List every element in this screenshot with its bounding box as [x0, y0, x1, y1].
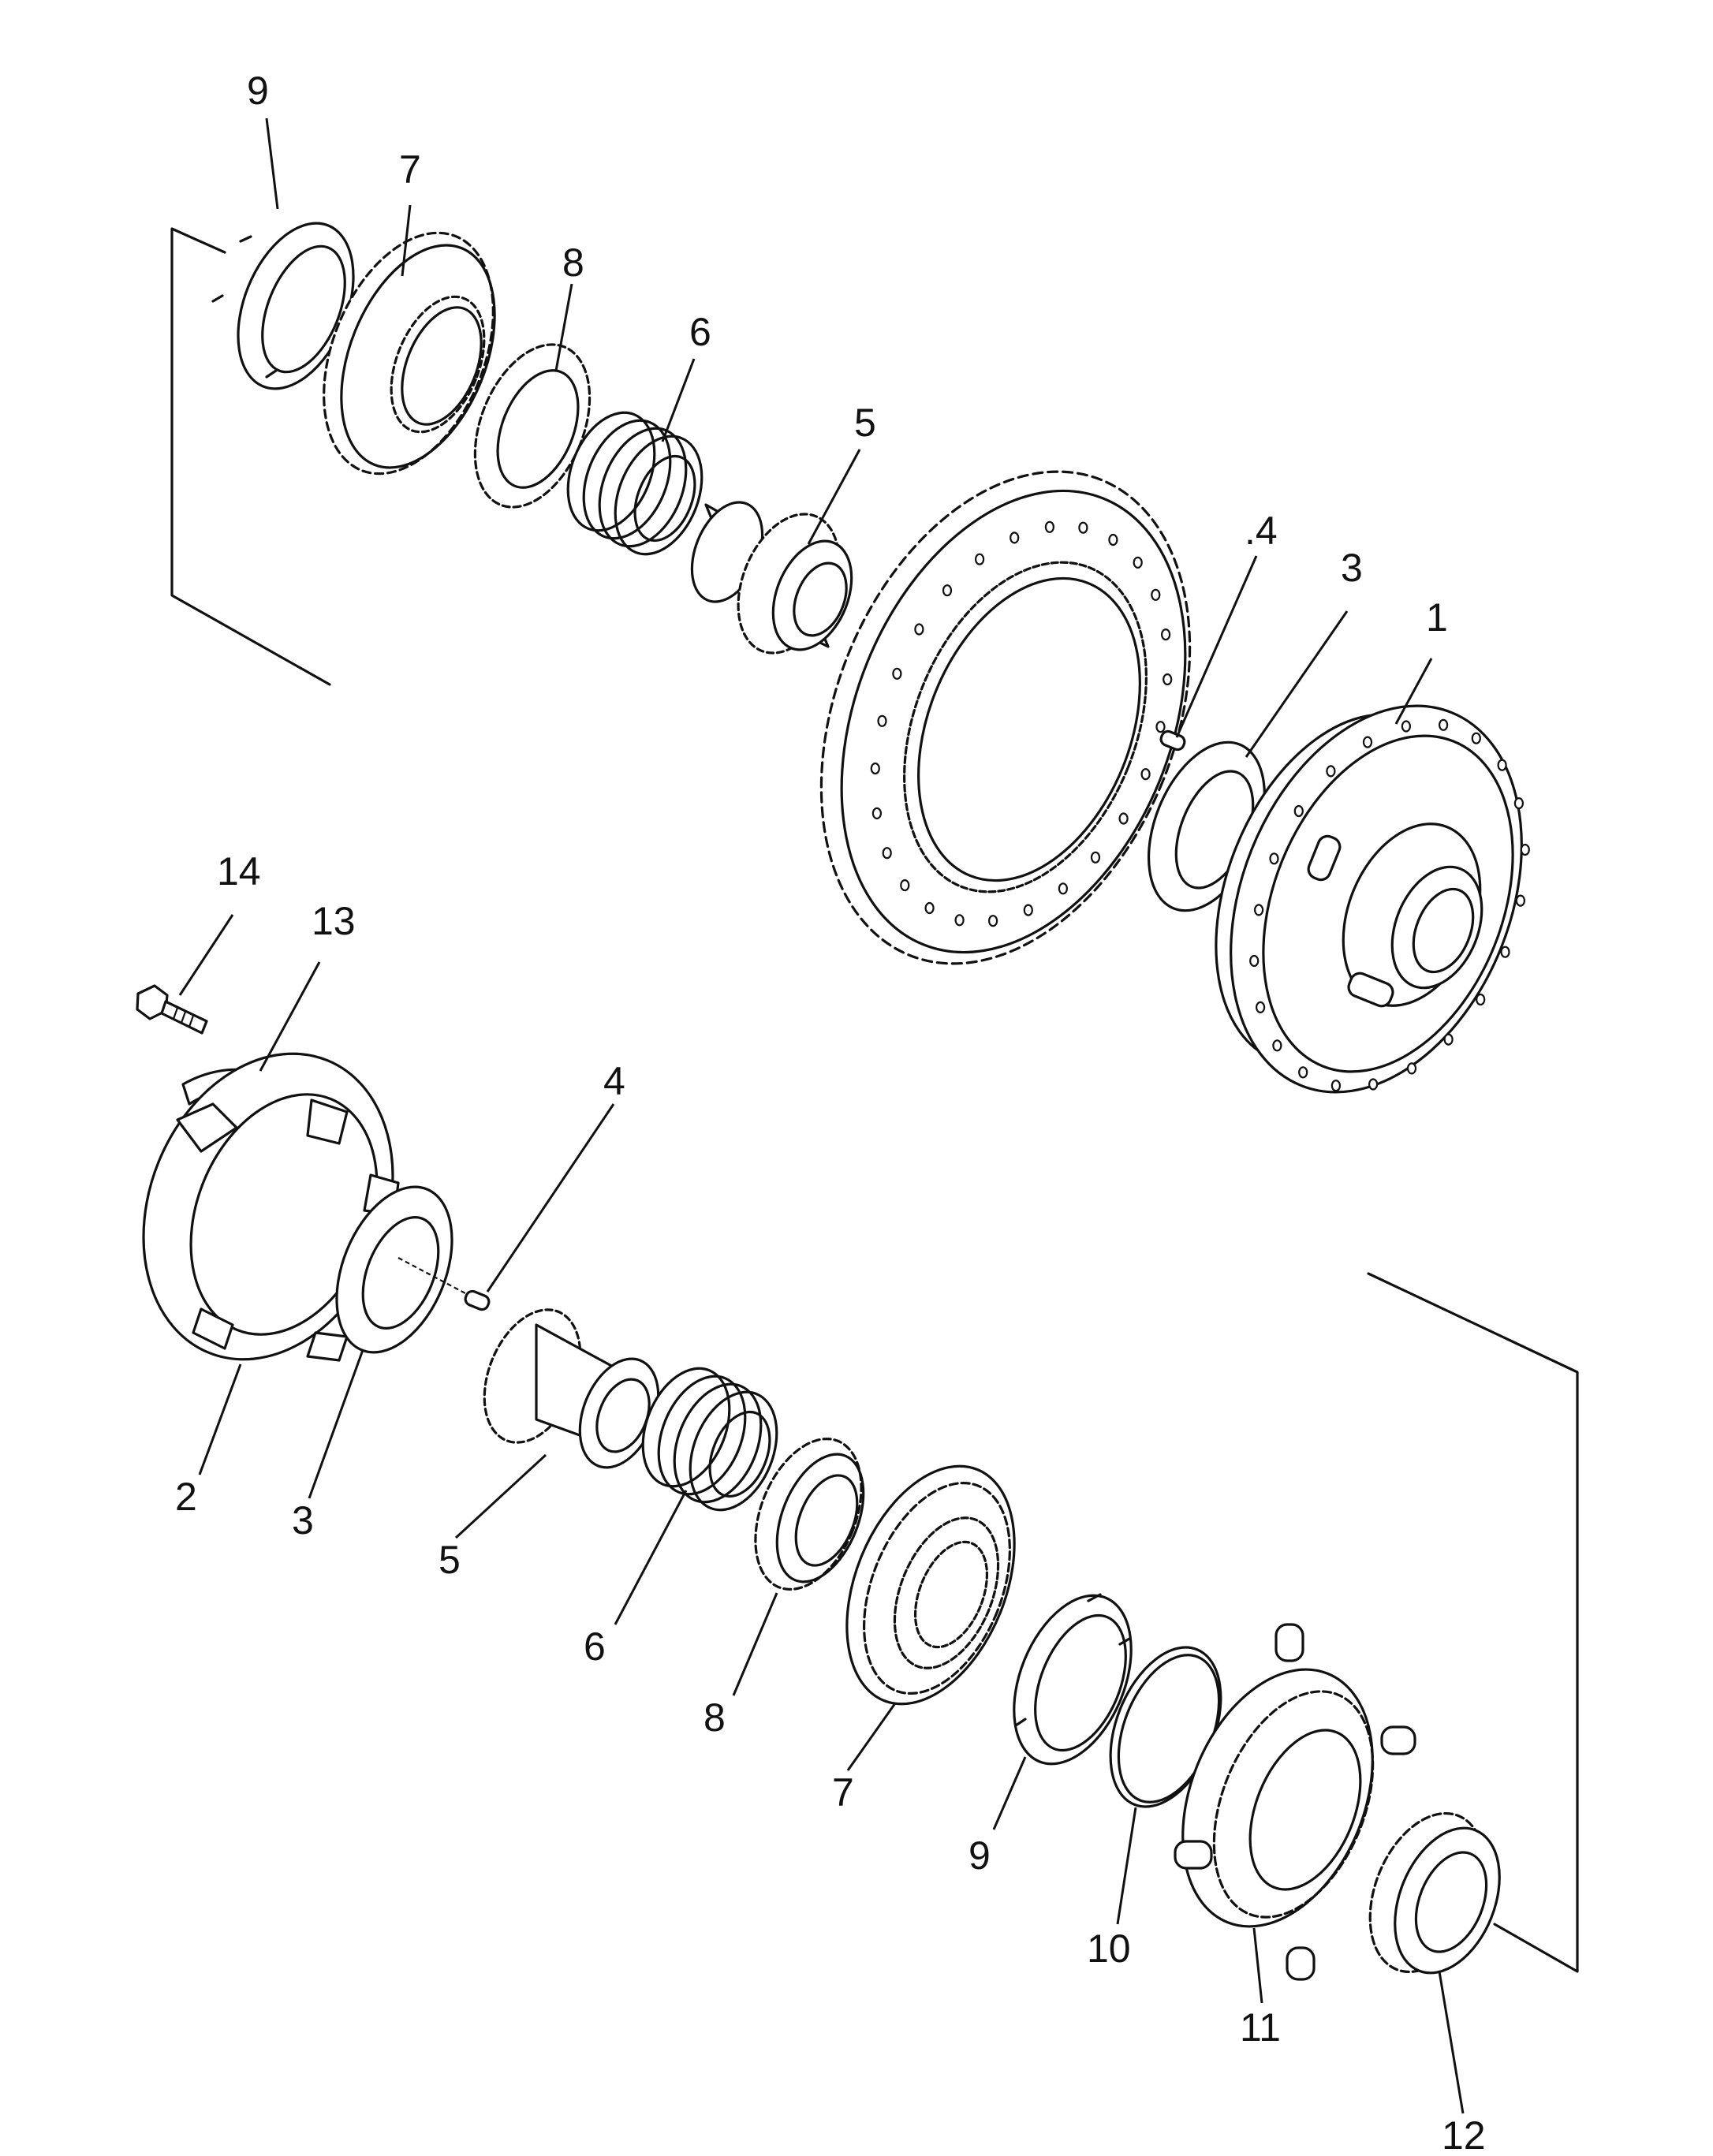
bolt-hole — [1044, 520, 1055, 533]
bolt-hole — [1163, 673, 1173, 686]
lower-part-11-spider-gear — [1174, 1623, 1416, 1981]
bolt-hole — [1362, 736, 1373, 748]
bolt-hole — [1108, 533, 1118, 546]
upper-part-9-thrust-washer — [211, 222, 355, 390]
bolt-hole — [870, 762, 880, 775]
callout-upper-9: 9 — [247, 69, 269, 113]
bolt-hole — [1140, 768, 1151, 781]
upper-part-1-differential-case — [1215, 704, 1530, 1094]
callout-lower-5: 5 — [439, 1538, 461, 1582]
bolt-hole — [1255, 1001, 1266, 1014]
callout-lower-2: 2 — [175, 1475, 197, 1519]
bolt-hole — [942, 584, 953, 597]
upper-part-5-pinion-hub — [690, 501, 853, 655]
bolt-hole — [1497, 759, 1507, 771]
callout-lower-11: 11 — [1240, 2005, 1281, 2050]
callout-lower-7: 7 — [832, 1770, 854, 1815]
upper-part-6-spring — [566, 411, 703, 556]
callout-labels: 9 7 8 6 5 .4 3 1 14 13 4 2 3 5 6 8 7 9 1… — [175, 69, 1486, 2156]
callout-lower-12: 12 — [1442, 2113, 1486, 2156]
bolt-hole — [900, 878, 910, 892]
callout-upper-8: 8 — [562, 241, 584, 285]
bolt-hole — [1090, 851, 1101, 864]
bolt-hole — [1023, 904, 1033, 916]
bolt-hole — [987, 915, 998, 927]
callout-lower-6: 6 — [584, 1624, 606, 1669]
bolt-hole — [1500, 946, 1510, 958]
bolt-hole — [914, 623, 924, 636]
callout-upper-7: 7 — [399, 147, 421, 192]
bolt-hole — [1471, 732, 1481, 744]
callout-lower-13: 13 — [312, 899, 356, 943]
callout-upper-6: 6 — [689, 310, 711, 354]
bolt-hole — [1151, 588, 1161, 601]
bolt-hole — [1520, 843, 1530, 856]
bolt-hole — [924, 901, 935, 915]
lower-group-bracket — [1367, 1272, 1579, 1973]
callout-lower-3: 3 — [292, 1498, 314, 1542]
lower-part-4-pin — [397, 1257, 491, 1311]
upper-part-4-pin — [1159, 729, 1186, 752]
upper-group-bracket — [170, 227, 331, 686]
bolt-hole — [1293, 804, 1304, 818]
callout-upper-1: 1 — [1426, 595, 1448, 640]
bolt-hole — [1476, 993, 1486, 1006]
bolt-hole — [1515, 894, 1526, 907]
callout-lower-9: 9 — [968, 1833, 991, 1878]
bolt-hole — [1118, 812, 1129, 825]
bolt-hole — [1368, 1078, 1379, 1091]
bolt-hole — [1269, 852, 1279, 865]
case-bolt-holes — [1249, 718, 1530, 1092]
lower-part-9-thrust-washer — [1013, 1593, 1133, 1766]
bolt-hole — [892, 667, 902, 680]
bolt-hole — [1330, 1080, 1342, 1092]
lower-part-8-friction-plate — [754, 1437, 865, 1591]
bolt-hole — [1406, 1062, 1417, 1075]
callout-lower-14: 14 — [217, 849, 261, 893]
bolt-hole — [882, 847, 892, 860]
bolt-hole — [1253, 904, 1264, 916]
upper-ring-gear — [819, 470, 1192, 965]
lower-part-6-spring — [641, 1367, 778, 1512]
lower-part-12-bearing — [1368, 1811, 1501, 1975]
callout-lower-10: 10 — [1087, 1927, 1131, 1971]
callout-upper-5: 5 — [854, 401, 876, 445]
bolt-hole — [954, 914, 965, 927]
bolt-hole — [1513, 796, 1525, 810]
bolt-hole — [871, 807, 883, 820]
callout-lower-8: 8 — [703, 1695, 726, 1740]
leader-lines — [178, 117, 1465, 2114]
lower-part-2-case-half — [142, 1052, 400, 1362]
bolt-hole — [1133, 556, 1143, 569]
bolt-hole — [1326, 765, 1336, 778]
bolt-hole — [877, 714, 887, 727]
bolt-hole — [1160, 628, 1171, 641]
bolt-hole — [1401, 720, 1412, 733]
bolt-hole — [1010, 532, 1020, 544]
lower-part-14-bolt — [136, 984, 208, 1035]
callout-lower-4: 4 — [603, 1059, 625, 1103]
bolt-hole — [1078, 521, 1088, 534]
bolt-hole — [1298, 1066, 1308, 1079]
lower-part-7-side-gear — [845, 1464, 1016, 1706]
bolt-hole — [1058, 882, 1069, 895]
lower-part-3-washer — [335, 1185, 453, 1354]
bolt-hole — [1272, 1039, 1282, 1052]
callout-upper-4: .4 — [1245, 509, 1278, 553]
bolt-hole — [1155, 721, 1166, 733]
callout-upper-3: 3 — [1341, 546, 1363, 590]
upper-part-7-side-gear — [323, 231, 496, 476]
ring-gear-bolt-holes — [870, 520, 1173, 927]
bolt-hole — [1443, 1033, 1454, 1046]
bolt-hole — [1249, 954, 1260, 968]
bolt-hole — [1438, 718, 1449, 731]
bolt-hole — [974, 553, 985, 565]
